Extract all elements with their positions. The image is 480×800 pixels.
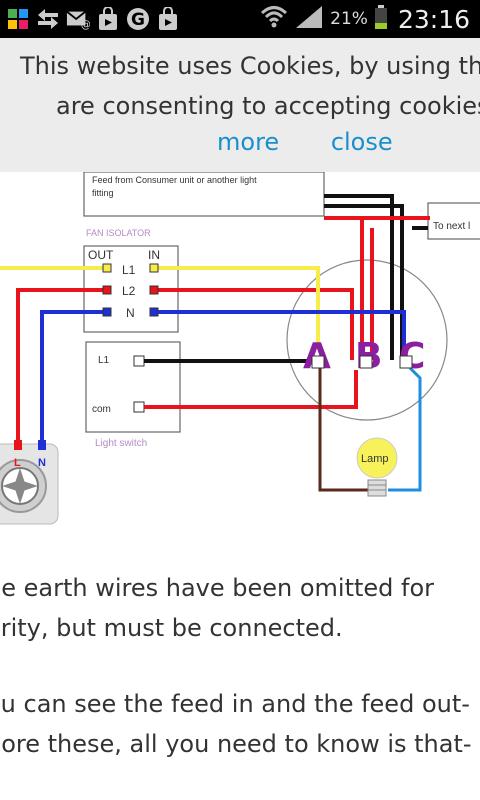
to-next-box bbox=[427, 202, 480, 240]
svg-text:G: G bbox=[131, 10, 145, 30]
light-switch-label: Light switch bbox=[95, 438, 147, 449]
fan-l-label: L bbox=[14, 457, 21, 469]
lamp-label: Lamp bbox=[361, 453, 389, 465]
terminal-l1-label: L1 bbox=[122, 263, 136, 277]
fan-n-label: N bbox=[38, 457, 46, 469]
feed-label-line1: Feed from Consumer unit or another light bbox=[92, 175, 257, 185]
switch-com-label: com bbox=[92, 404, 111, 415]
transfer-icon bbox=[36, 6, 60, 32]
battery-percent: 21% bbox=[330, 9, 368, 29]
svg-text:@: @ bbox=[81, 20, 90, 30]
battery-icon bbox=[374, 4, 388, 35]
article-line: ou can see the feed in and the feed out- bbox=[0, 690, 470, 718]
ceiling-rose-circle bbox=[286, 259, 448, 421]
article-line: nore these, all you need to know is that… bbox=[0, 730, 472, 758]
cookie-message: This website uses Cookies, by using this… bbox=[20, 46, 480, 126]
shopping-bag-icon bbox=[96, 6, 120, 32]
light-switch-box bbox=[85, 341, 181, 433]
terminal-l2-label: L2 bbox=[122, 284, 136, 298]
lamp-base bbox=[367, 479, 387, 497]
cookie-message-line2: are consenting to accepting cookies bbox=[56, 92, 480, 120]
web-page: Feed from Consumer unit or another light… bbox=[0, 38, 480, 800]
feed-label-box bbox=[83, 171, 325, 217]
cookie-close-link[interactable]: close bbox=[330, 128, 393, 156]
fan-isolator-label: FAN ISOLATOR bbox=[86, 228, 151, 238]
shopping-bag-icon bbox=[156, 6, 180, 32]
notification-icons: @ G bbox=[6, 6, 180, 32]
cookie-more-link[interactable]: more bbox=[217, 128, 280, 156]
wiring-diagram: Feed from Consumer unit or another light… bbox=[0, 171, 480, 525]
article-body: he earth wires have been omitted for ari… bbox=[0, 568, 472, 764]
cookie-message-line1: This website uses Cookies, by using this bbox=[20, 52, 480, 80]
article-line: arity, but must be connected. bbox=[0, 614, 343, 642]
gallery-icon bbox=[6, 6, 30, 32]
clock: 23:16 bbox=[397, 4, 470, 34]
system-status: 21% 23:16 bbox=[260, 0, 470, 38]
signal-icon bbox=[294, 4, 324, 35]
terminal-n-label: N bbox=[126, 306, 135, 320]
status-bar: @ G 21% 23:16 bbox=[0, 0, 480, 38]
email-icon: @ bbox=[66, 6, 90, 32]
to-next-label: To next l bbox=[433, 221, 470, 232]
isolator-in-label: IN bbox=[148, 248, 160, 262]
wifi-icon bbox=[260, 4, 288, 35]
cookie-banner: This website uses Cookies, by using this… bbox=[0, 38, 480, 172]
feed-label-line2: fitting bbox=[92, 188, 114, 198]
switch-l1-label: L1 bbox=[98, 355, 110, 366]
cookie-links: more close bbox=[217, 128, 393, 156]
article-line: he earth wires have been omitted for bbox=[0, 574, 435, 602]
isolator-out-label: OUT bbox=[88, 248, 114, 262]
lamp-bulb bbox=[356, 437, 398, 479]
google-icon: G bbox=[126, 6, 150, 32]
extractor-fan-icon bbox=[0, 440, 59, 525]
